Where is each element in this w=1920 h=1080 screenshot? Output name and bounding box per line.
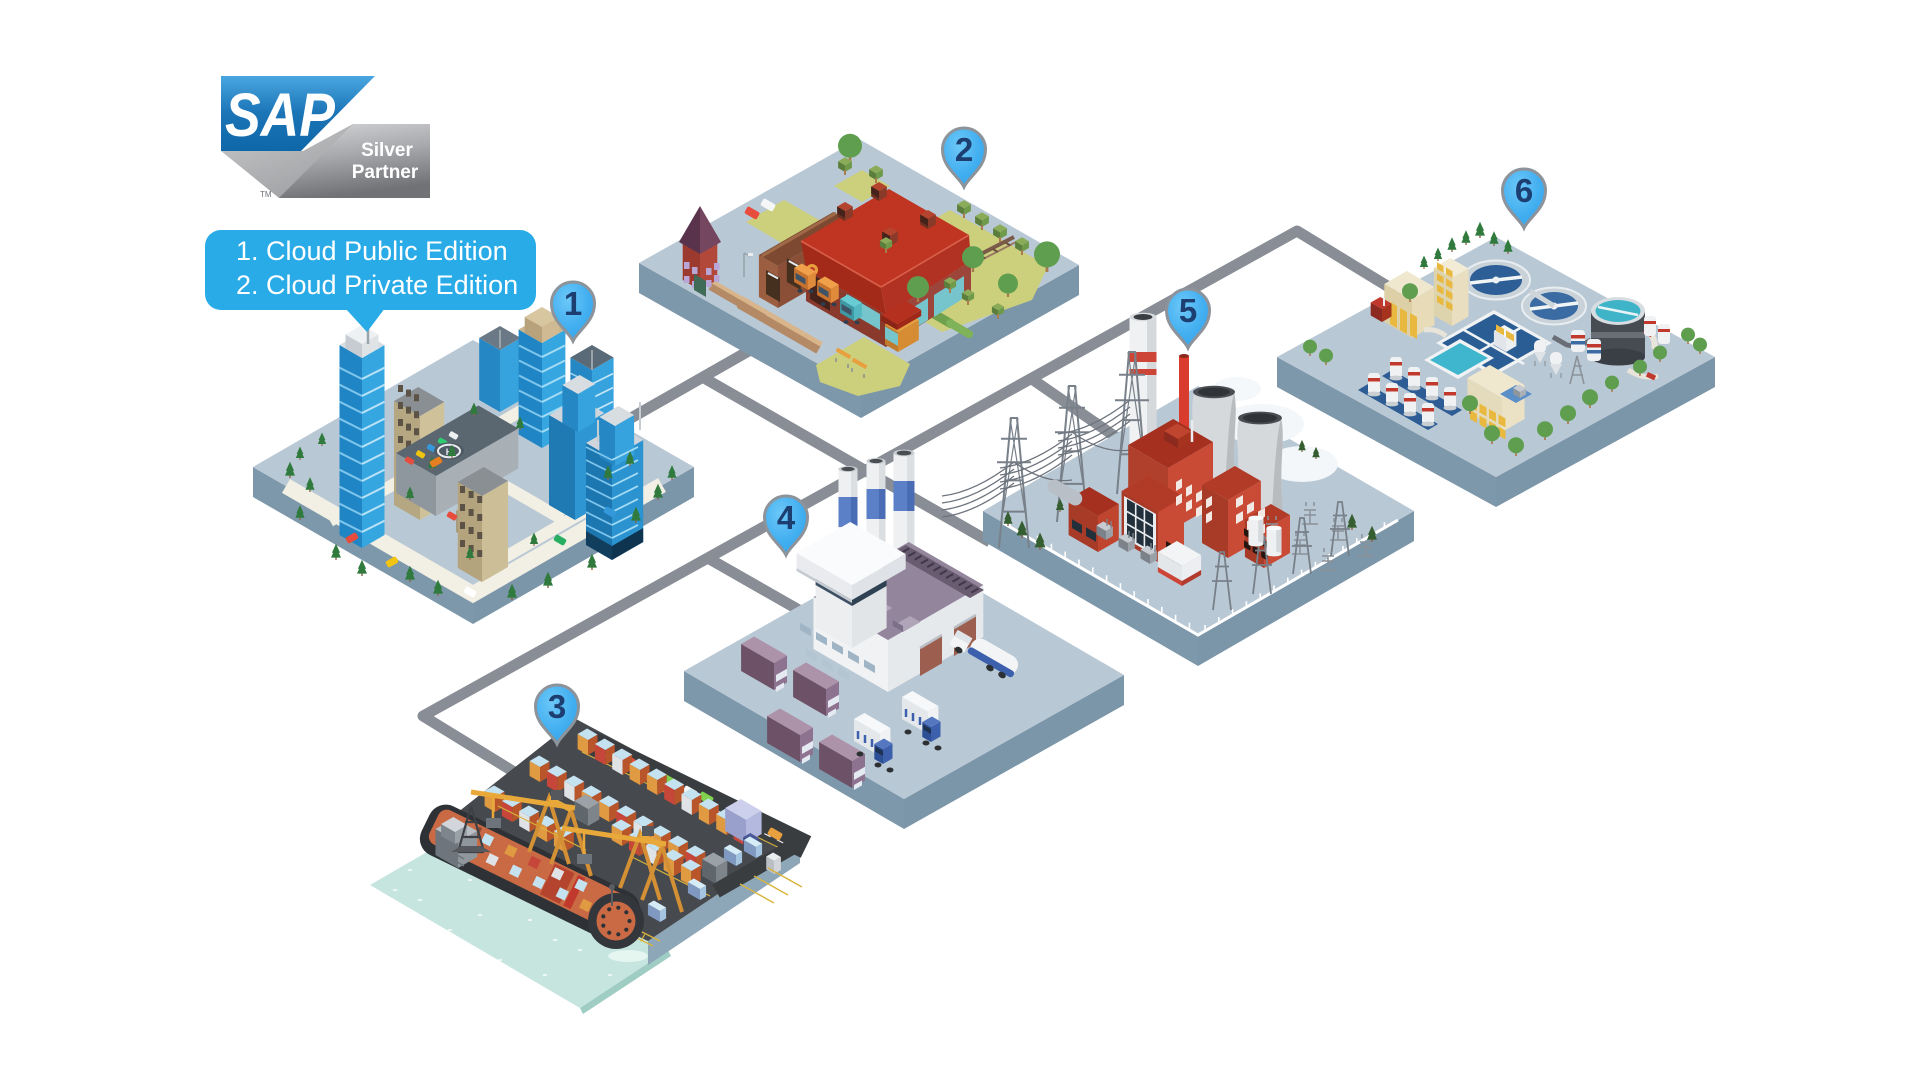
svg-text:6: 6 [1515,172,1533,209]
svg-text:1. Cloud Public Edition: 1. Cloud Public Edition [236,236,508,266]
svg-text:3: 3 [548,688,566,725]
svg-text:1: 1 [564,285,582,322]
svg-text:Silver: Silver [361,140,413,161]
svg-text:2: 2 [955,131,973,168]
svg-text:Partner: Partner [352,162,419,183]
svg-text:TM: TM [260,190,272,199]
svg-text:SAP: SAP [225,81,335,149]
svg-text:4: 4 [777,499,796,536]
svg-text:2. Cloud Private Edition: 2. Cloud Private Edition [236,270,518,300]
svg-text:5: 5 [1179,292,1197,329]
